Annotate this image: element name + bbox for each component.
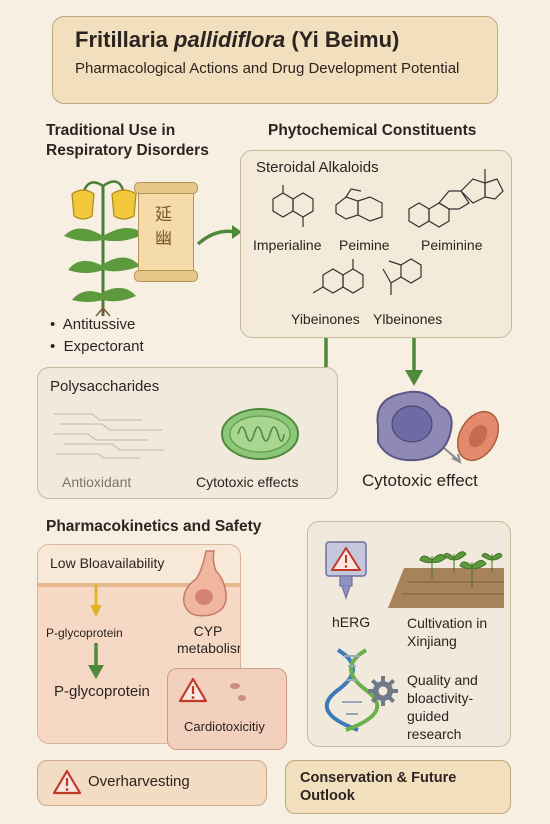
warning-triangle-icon xyxy=(52,769,82,795)
scroll-text: 延幽 xyxy=(155,205,172,249)
cultivation-label: Cultivation in Xinjiang xyxy=(407,615,488,649)
herg-channel-icon xyxy=(325,541,367,600)
scroll-top-roll xyxy=(134,182,198,194)
polysaccharide-chains-icon xyxy=(54,413,164,459)
peimine-structure-icon xyxy=(335,188,383,222)
scroll-icon: 延幽 xyxy=(138,188,194,276)
polysaccharides-heading: Polysaccharides xyxy=(50,378,160,395)
compound-ylbeinones: Ylbeinones xyxy=(373,311,443,327)
page-title: Fritillaria pallidiflora (Yi Beimu) xyxy=(75,27,400,52)
herg-label: hERG xyxy=(332,614,371,630)
cell-dot-1 xyxy=(230,683,240,689)
cardiotoxicity-label: Cardiotoxicitiy xyxy=(184,719,265,734)
ylbeinones-structure-icon xyxy=(382,258,422,295)
mitochondrion-icon xyxy=(221,408,299,460)
scroll-bottom-roll xyxy=(134,270,198,282)
liver-cell-icon xyxy=(183,550,227,617)
pk-membrane-line xyxy=(38,583,240,587)
warning-triangle-icon xyxy=(178,677,208,703)
compound-yibeinones: Yibeinones xyxy=(291,311,360,327)
gear-icon xyxy=(368,676,398,706)
cytotoxic-effect-label: Cytotoxic effect xyxy=(362,471,478,490)
overharvesting-label: Overharvesting xyxy=(88,773,190,790)
page-subtitle: Pharmacological Actions and Drug Develop… xyxy=(75,60,460,77)
arrow-to-cytotoxic-icon xyxy=(405,338,423,386)
cultivation-field-icon xyxy=(388,551,504,608)
bullet-expectorant: • Expectorant xyxy=(50,338,144,355)
overharvesting-card: Overharvesting xyxy=(37,760,267,806)
conservation-card: Conservation & Future Outlook xyxy=(285,760,511,814)
pgp-large-label: P-glycoprotein xyxy=(54,683,150,700)
pgp-small-label: P-glycoprotein xyxy=(46,626,123,640)
polysaccharide-antioxidant: Antioxidant xyxy=(62,474,132,490)
arrow-down-green-icon xyxy=(88,643,104,679)
dna-helix-icon xyxy=(324,648,380,732)
compound-peimine: Peimine xyxy=(339,237,390,253)
cardiotoxicity-card: Cardiotoxicitiy xyxy=(167,668,287,750)
arrow-down-yellow-icon xyxy=(90,583,102,617)
conservation-label: Conservation & Future Outlook xyxy=(300,770,457,804)
phytochemical-heading: Phytochemical Constituents xyxy=(268,122,477,139)
bullet-antitussive: • Antitussive xyxy=(50,316,136,333)
arrow-to-phytochemicals-icon xyxy=(196,225,242,246)
imperialine-structure-icon xyxy=(272,185,314,227)
polysaccharides-panel: Polysaccharides Antioxidant Cytotoxic ef… xyxy=(37,367,338,499)
pharmacokinetics-heading: Pharmacokinetics and Safety xyxy=(46,518,262,535)
cancer-cell-icon xyxy=(376,390,500,464)
yibeinones-structure-icon xyxy=(312,259,364,294)
compound-imperialine: Imperialine xyxy=(253,237,322,253)
title-box: Fritillaria pallidiflora (Yi Beimu) Phar… xyxy=(52,16,498,104)
fritillaria-plant-icon xyxy=(64,180,144,317)
cyp-metabolism-label: CYP metabolism xyxy=(177,623,240,656)
steroidal-alkaloids-heading: Steroidal Alkaloids xyxy=(256,159,379,176)
quality-research-label: Quality and bloactivity-guided research xyxy=(407,672,478,742)
peiminine-structure-icon xyxy=(408,169,504,228)
compound-peiminine: Peiminine xyxy=(421,237,483,253)
development-panel: hERG Cultivation in Xinjiang xyxy=(307,521,511,747)
cell-dot-2 xyxy=(238,695,246,701)
traditional-use-heading: Traditional Use in Respiratory Disorders xyxy=(46,122,209,159)
steroidal-alkaloids-panel: Steroidal Alkaloids Imperialine Peimine … xyxy=(240,150,512,338)
low-bioavailability-label: Low Bloavailability xyxy=(50,555,165,571)
polysaccharide-cytotoxic-effects: Cytotoxic effects xyxy=(196,474,299,490)
